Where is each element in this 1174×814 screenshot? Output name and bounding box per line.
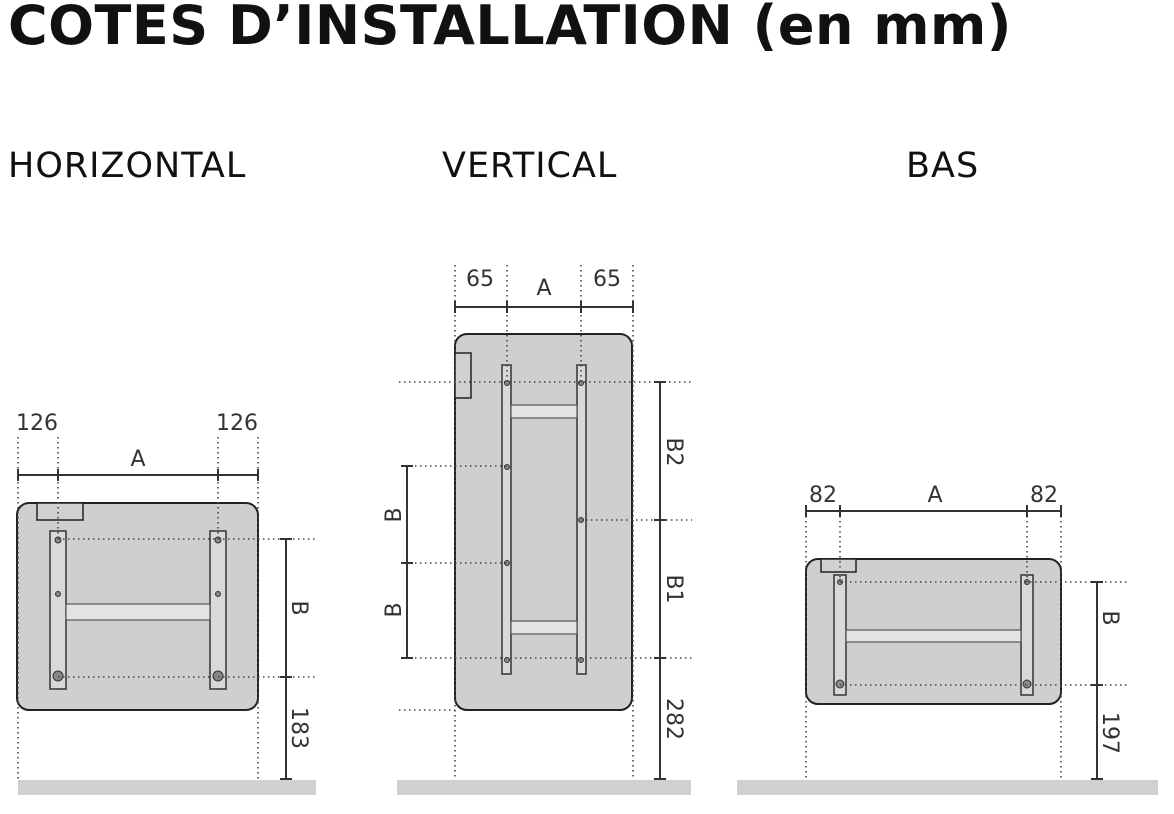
vertical-b2-label: B2 bbox=[661, 437, 686, 466]
bas-right-margin: 82 bbox=[1030, 483, 1058, 508]
vertical-b1-label: B1 bbox=[661, 574, 686, 603]
vertical-thermostat bbox=[454, 352, 472, 399]
vertical-b-upper-label: B bbox=[382, 507, 407, 522]
bas-crossbar bbox=[845, 629, 1022, 643]
horizontal-width-label: A bbox=[130, 447, 145, 472]
vertical-title: VERTICAL bbox=[442, 146, 618, 186]
vertical-floor-label: 282 bbox=[661, 698, 686, 740]
vertical-crossbar-top bbox=[510, 404, 578, 419]
horizontal-height-label: B bbox=[286, 600, 311, 615]
bas-title: BAS bbox=[906, 146, 980, 186]
vertical-left-margin: 65 bbox=[466, 267, 494, 292]
bas-height-label: B bbox=[1097, 610, 1122, 625]
vertical-floor bbox=[397, 780, 691, 795]
horizontal-left-margin: 126 bbox=[16, 411, 58, 436]
vertical-diagram: 65 65 A B B B2 B1 282 bbox=[382, 265, 692, 795]
horizontal-floor-label: 183 bbox=[286, 707, 311, 749]
vertical-b-lower-label: B bbox=[382, 602, 407, 617]
horizontal-crossbar bbox=[65, 603, 211, 621]
vertical-right-margin: 65 bbox=[593, 267, 621, 292]
horizontal-right-margin: 126 bbox=[216, 411, 258, 436]
horizontal-rail-right bbox=[209, 530, 227, 690]
bas-floor bbox=[737, 780, 1158, 795]
bas-diagram: 82 82 A B 197 bbox=[737, 483, 1158, 795]
page-title: COTES D’INSTALLATION (en mm) bbox=[8, 0, 1012, 57]
vertical-rail-left bbox=[501, 364, 512, 675]
bas-left-margin: 82 bbox=[809, 483, 837, 508]
bas-width-label: A bbox=[927, 483, 942, 508]
vertical-panel bbox=[454, 333, 633, 711]
bas-thermostat bbox=[820, 558, 857, 573]
bas-floor-label: 197 bbox=[1097, 712, 1122, 754]
vertical-width-label: A bbox=[536, 276, 551, 301]
horizontal-rail-left bbox=[49, 530, 67, 690]
horizontal-diagram: 126 126 A B 183 bbox=[16, 411, 318, 795]
horizontal-thermostat bbox=[36, 502, 84, 521]
horizontal-floor bbox=[18, 780, 316, 795]
bas-rail-right bbox=[1020, 574, 1034, 696]
bas-rail-left bbox=[833, 574, 847, 696]
vertical-crossbar-bottom bbox=[510, 620, 578, 635]
horizontal-title: HORIZONTAL bbox=[8, 146, 247, 186]
